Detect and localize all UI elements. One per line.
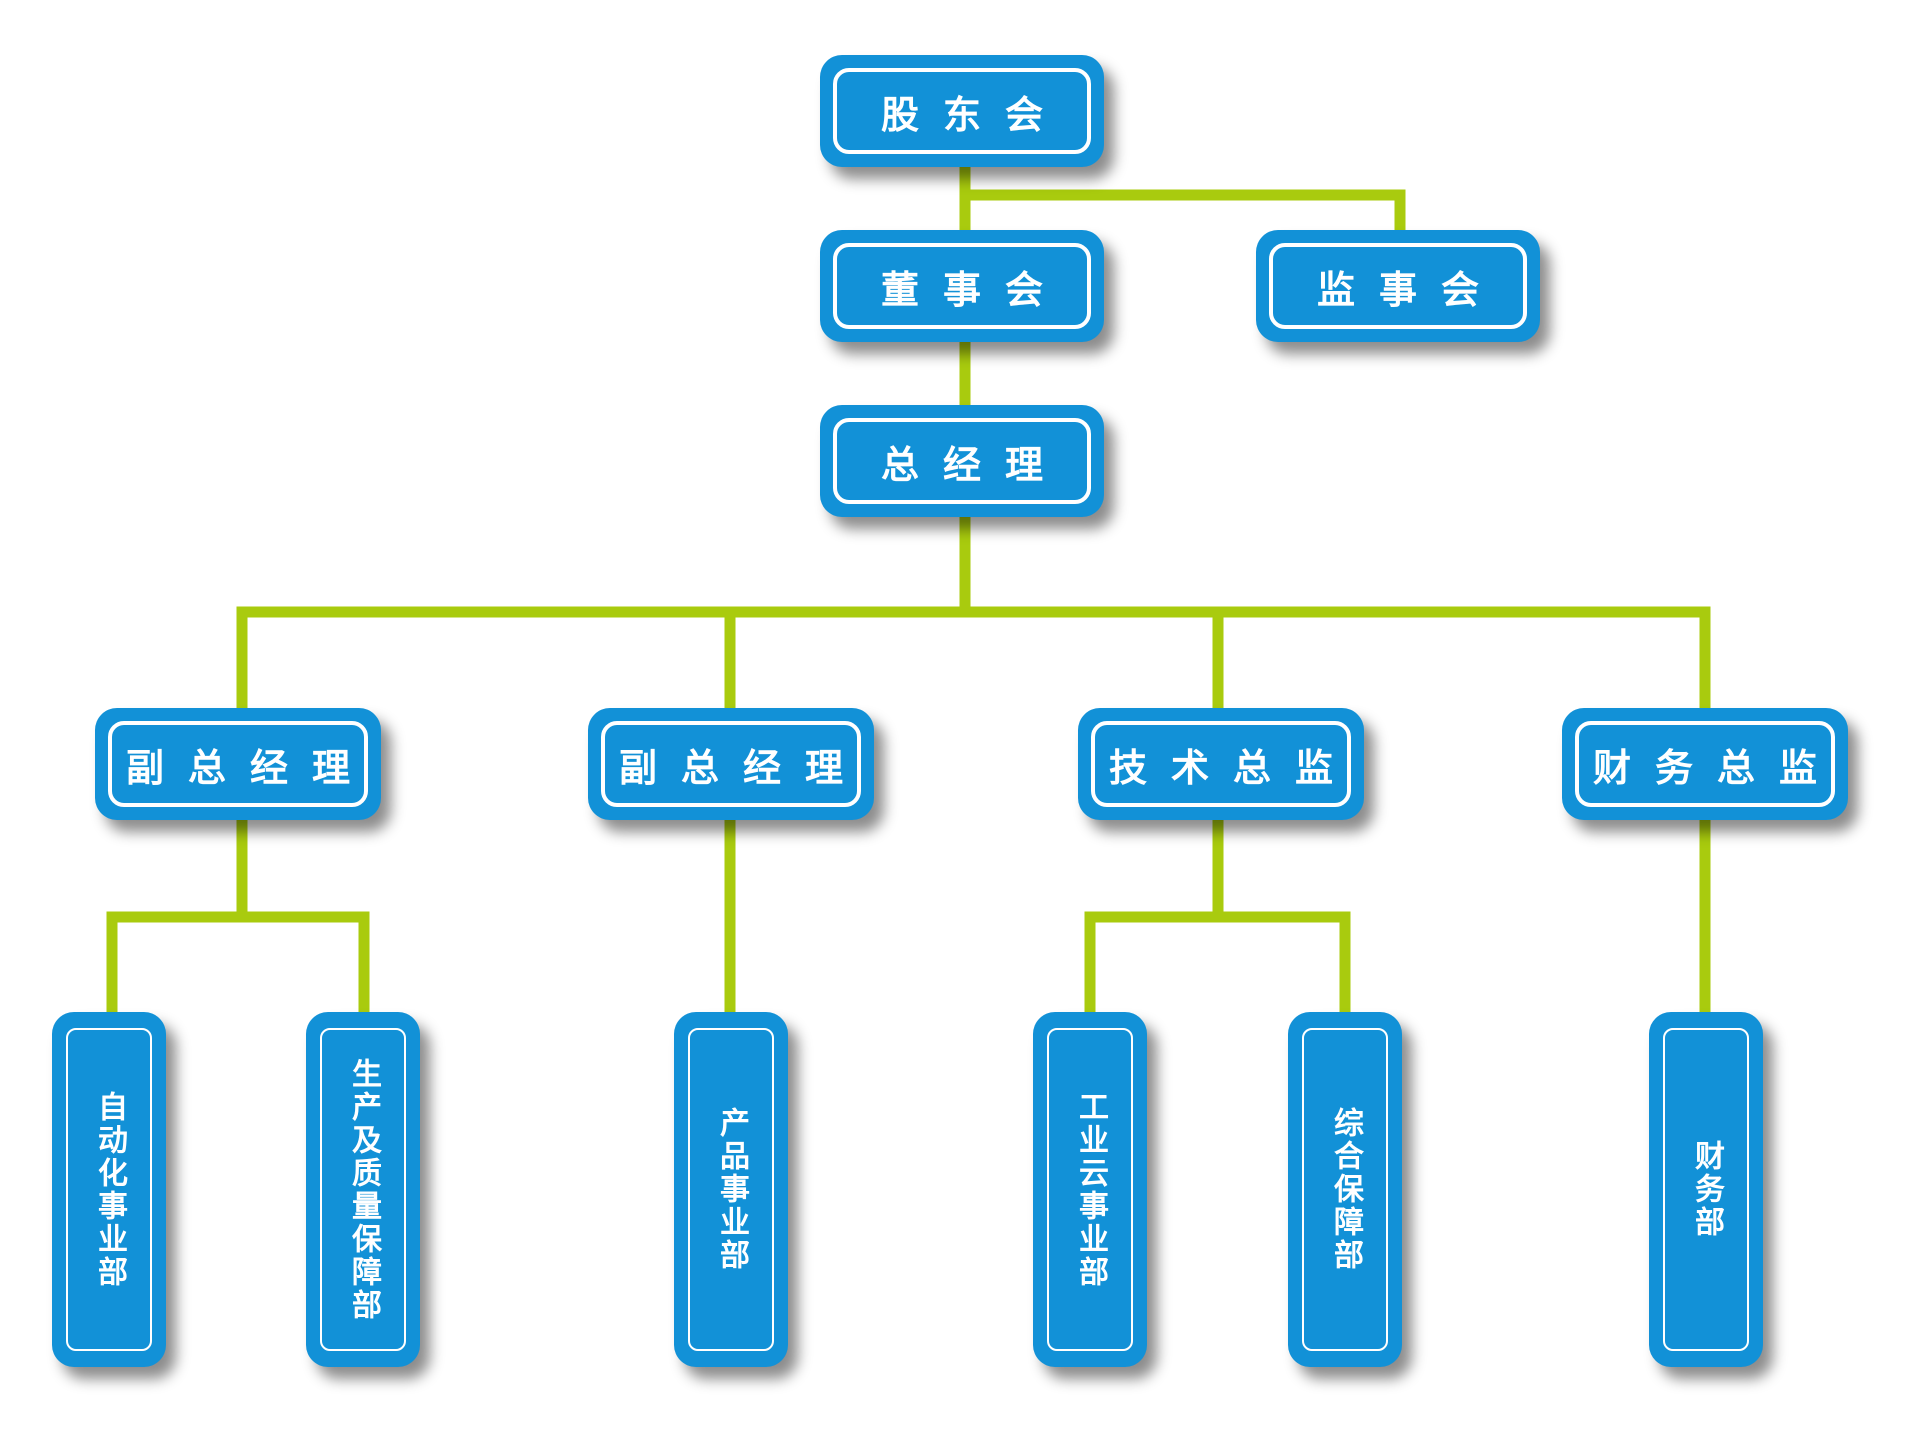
cto-label: 技术总监 <box>1108 745 1357 790</box>
product-label: 产品事业部 <box>714 1107 749 1272</box>
shareholders-label: 股东会 <box>880 92 1067 137</box>
automation-label: 自动化事业部 <box>92 1090 127 1289</box>
finance-node: 财务部 <box>1649 1012 1763 1367</box>
gm-label: 总经理 <box>880 442 1067 487</box>
shareholders-node: 股东会 <box>820 55 1104 167</box>
finance-label: 财务部 <box>1689 1140 1724 1239</box>
board-node: 董事会 <box>820 230 1104 342</box>
gm-node: 总经理 <box>820 405 1104 517</box>
cto-node: 技术总监 <box>1078 708 1364 820</box>
production-quality-node: 生产及质量保障部 <box>306 1012 420 1367</box>
automation-node: 自动化事业部 <box>52 1012 166 1367</box>
cfo-node: 财务总监 <box>1562 708 1848 820</box>
vgm1-label: 副总经理 <box>125 745 374 790</box>
supervisors-node: 监事会 <box>1256 230 1540 342</box>
board-label: 董事会 <box>880 267 1067 312</box>
general-support-label: 综合保障部 <box>1328 1107 1363 1272</box>
cfo-label: 财务总监 <box>1592 745 1841 790</box>
industrial-cloud-node: 工业云事业部 <box>1033 1012 1147 1367</box>
industrial-cloud-label: 工业云事业部 <box>1073 1090 1108 1289</box>
supervisors-label: 监事会 <box>1316 267 1503 312</box>
vgm2-label: 副总经理 <box>618 745 867 790</box>
product-node: 产品事业部 <box>674 1012 788 1367</box>
production-quality-label: 生产及质量保障部 <box>346 1057 381 1322</box>
vgm2-node: 副总经理 <box>588 708 874 820</box>
vgm1-node: 副总经理 <box>95 708 381 820</box>
general-support-node: 综合保障部 <box>1288 1012 1402 1367</box>
